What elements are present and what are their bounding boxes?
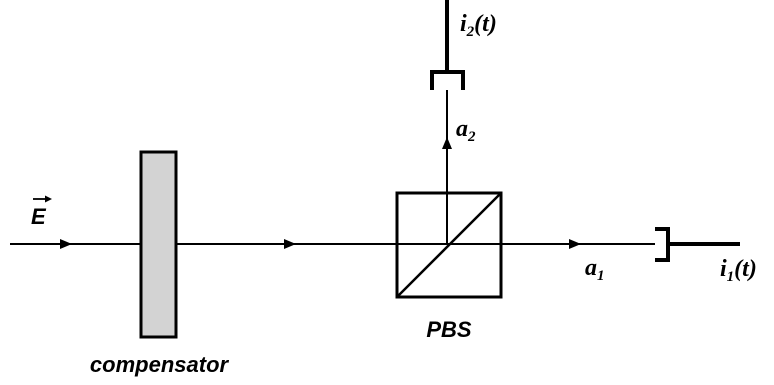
detector-2-label: i2(t) — [460, 11, 497, 40]
detector-1-subscript: 1 — [727, 269, 735, 285]
detector-1-base: i — [720, 256, 727, 282]
beam-arrow-input — [60, 239, 72, 249]
detector-1-bracket — [655, 227, 670, 262]
pbs-diagonal — [396, 192, 502, 298]
detector-1-argument: (t) — [734, 256, 757, 282]
beam-arrow-transmitted — [569, 239, 581, 249]
mode-a2-label: a2 — [456, 116, 476, 145]
detector-1-label: i1(t) — [720, 256, 757, 285]
detector-2-subscript: 2 — [466, 24, 475, 40]
mode-a2-base: a — [456, 116, 468, 142]
detector-2-argument: (t) — [474, 11, 497, 37]
mode-a1-label: a1 — [585, 255, 605, 284]
mode-a1-subscript: 1 — [597, 268, 605, 284]
beam-arrow-middle — [284, 239, 296, 249]
input-field-label: E — [31, 204, 47, 229]
mode-a1-base: a — [585, 255, 597, 281]
compensator-plate — [139, 150, 178, 339]
vector-arrow-icon — [45, 195, 52, 203]
pbs-cube — [395, 191, 503, 299]
beam-arrow-reflected — [442, 137, 452, 149]
pbs-label: PBS — [426, 317, 472, 342]
mode-a2-subscript: 2 — [467, 129, 476, 145]
detector-2-bracket — [430, 70, 465, 90]
detector-2-base: i — [460, 11, 467, 37]
compensator-label: compensator — [90, 352, 230, 377]
